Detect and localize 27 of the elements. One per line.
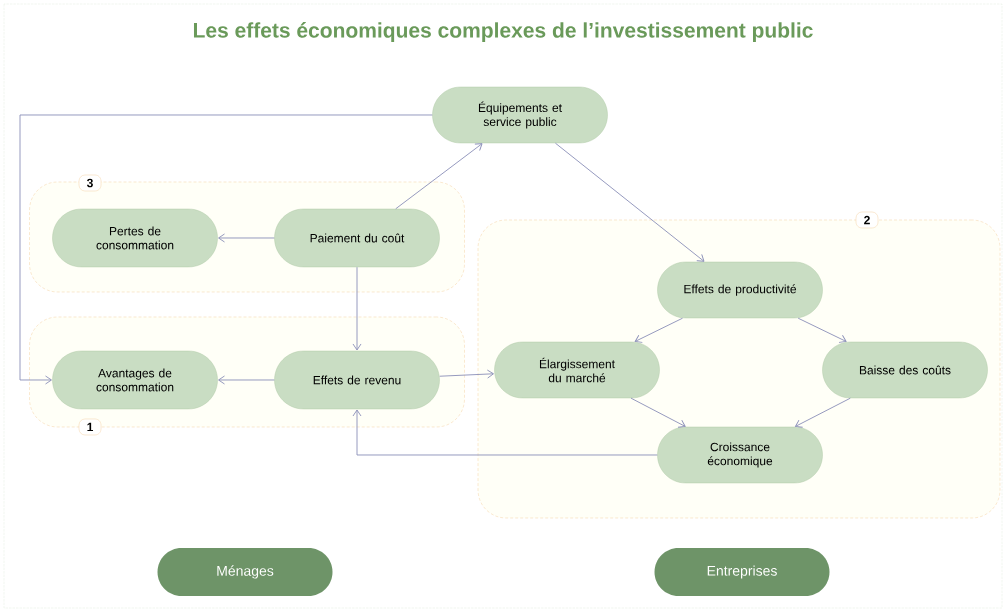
arrow <box>554 142 705 262</box>
number-badge: 3 <box>78 174 102 192</box>
arrow <box>19 114 433 385</box>
rounded-box: Paiement du coût <box>274 208 440 268</box>
category-box: Ménages <box>157 548 333 596</box>
arrow <box>795 397 851 428</box>
category-box: Entreprises <box>654 548 830 596</box>
rounded-box: Baisse des coûts <box>822 341 988 399</box>
rounded-box: Équipements et service public <box>432 86 608 144</box>
arrow <box>352 409 658 456</box>
rounded-box: Pertes de consommation <box>52 208 218 268</box>
arrow <box>439 369 494 379</box>
rounded-box: Effets de productivité <box>657 261 823 319</box>
arrow <box>630 397 686 428</box>
rounded-box: Avantages de consommation <box>52 350 218 410</box>
arrow <box>352 266 362 351</box>
arrow <box>218 375 275 385</box>
arrow <box>797 317 847 343</box>
number-badge: 1 <box>78 418 102 436</box>
arrow <box>395 143 483 210</box>
rounded-box: Élargissement du marché <box>494 341 660 399</box>
title: Les effets économiques complexes de l’investissement public <box>194 22 813 42</box>
number-badge: 2 <box>855 211 879 229</box>
arrow <box>634 317 683 343</box>
rounded-box: Croissance économique <box>657 426 823 484</box>
arrow <box>218 233 275 243</box>
rounded-box: Effets de revenu <box>274 350 440 410</box>
